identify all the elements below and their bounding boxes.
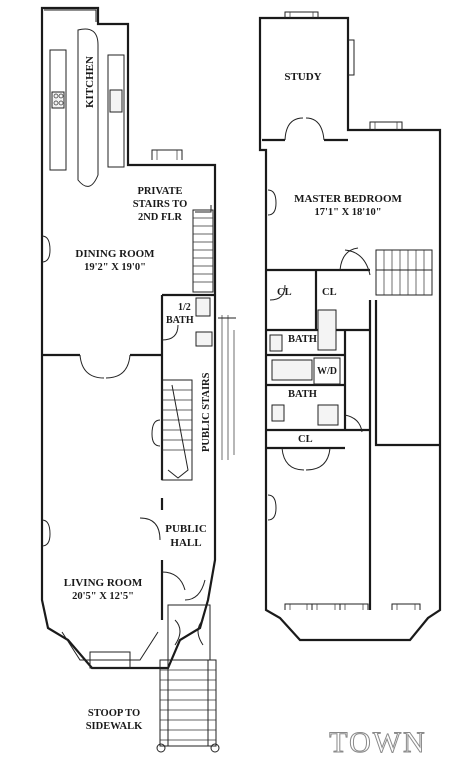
kitchen-sink-icon bbox=[109, 89, 123, 113]
private-stairs-label-2: STAIRS TO bbox=[133, 199, 188, 210]
closet-left-label: CL bbox=[277, 287, 292, 298]
stoop-icon bbox=[159, 659, 217, 747]
private-stairs-label-3: 2ND FLR bbox=[138, 212, 182, 223]
closet-right-label: CL bbox=[322, 287, 337, 298]
upper-stairs-icon bbox=[375, 249, 433, 296]
half-bath-label-1: 1/2 bbox=[178, 302, 191, 313]
master-bedroom-dims: 17'1" X 18'10" bbox=[314, 207, 381, 218]
living-room-dims: 20'5" X 12'5" bbox=[72, 591, 134, 602]
living-room-label: LIVING ROOM bbox=[64, 577, 143, 589]
kitchen-counter-right bbox=[107, 54, 125, 168]
lower-floor-plan bbox=[40, 6, 236, 753]
closet-bottom-label: CL bbox=[298, 434, 313, 445]
toilet-upper-icon bbox=[269, 334, 283, 352]
stoop-label-2: SIDEWALK bbox=[86, 721, 143, 732]
upper-floor-plan bbox=[258, 11, 442, 642]
bath-sink-upper-icon bbox=[317, 404, 339, 426]
bath-sink-icon bbox=[195, 331, 213, 347]
master-bedroom-label: MASTER BEDROOM bbox=[294, 193, 402, 205]
stoop-label-1: STOOP TO bbox=[88, 708, 140, 719]
public-hall-label-1: PUBLIC bbox=[165, 523, 207, 535]
dining-room-label: DINING ROOM bbox=[75, 248, 155, 260]
bath-upper-label: BATH bbox=[288, 334, 317, 345]
dining-room-dims: 19'2" X 19'0" bbox=[84, 262, 146, 273]
bathtub-icon bbox=[317, 309, 337, 351]
stove-icon bbox=[51, 91, 65, 109]
toilet-lower-icon bbox=[271, 404, 285, 422]
private-stairs-label-1: PRIVATE bbox=[137, 186, 182, 197]
washer-dryer-icon bbox=[313, 357, 341, 385]
bath-lower-label: BATH bbox=[288, 389, 317, 400]
washer-dryer-label: W/D bbox=[317, 366, 337, 377]
public-stairs-label: PUBLIC STAIRS bbox=[201, 372, 212, 452]
private-stairs-icon bbox=[192, 209, 214, 293]
half-bath-label-2: BATH bbox=[166, 315, 194, 326]
window-icon bbox=[151, 149, 183, 160]
tub-upper-icon bbox=[271, 359, 313, 381]
kitchen-label: KITCHEN bbox=[84, 56, 96, 108]
public-hall-label-2: HALL bbox=[170, 537, 201, 549]
kitchen-island bbox=[77, 28, 99, 187]
study-label: STUDY bbox=[284, 71, 321, 83]
town-watermark: TOWN bbox=[329, 726, 426, 759]
toilet-icon bbox=[195, 297, 211, 317]
kitchen-counter-left bbox=[49, 49, 67, 171]
